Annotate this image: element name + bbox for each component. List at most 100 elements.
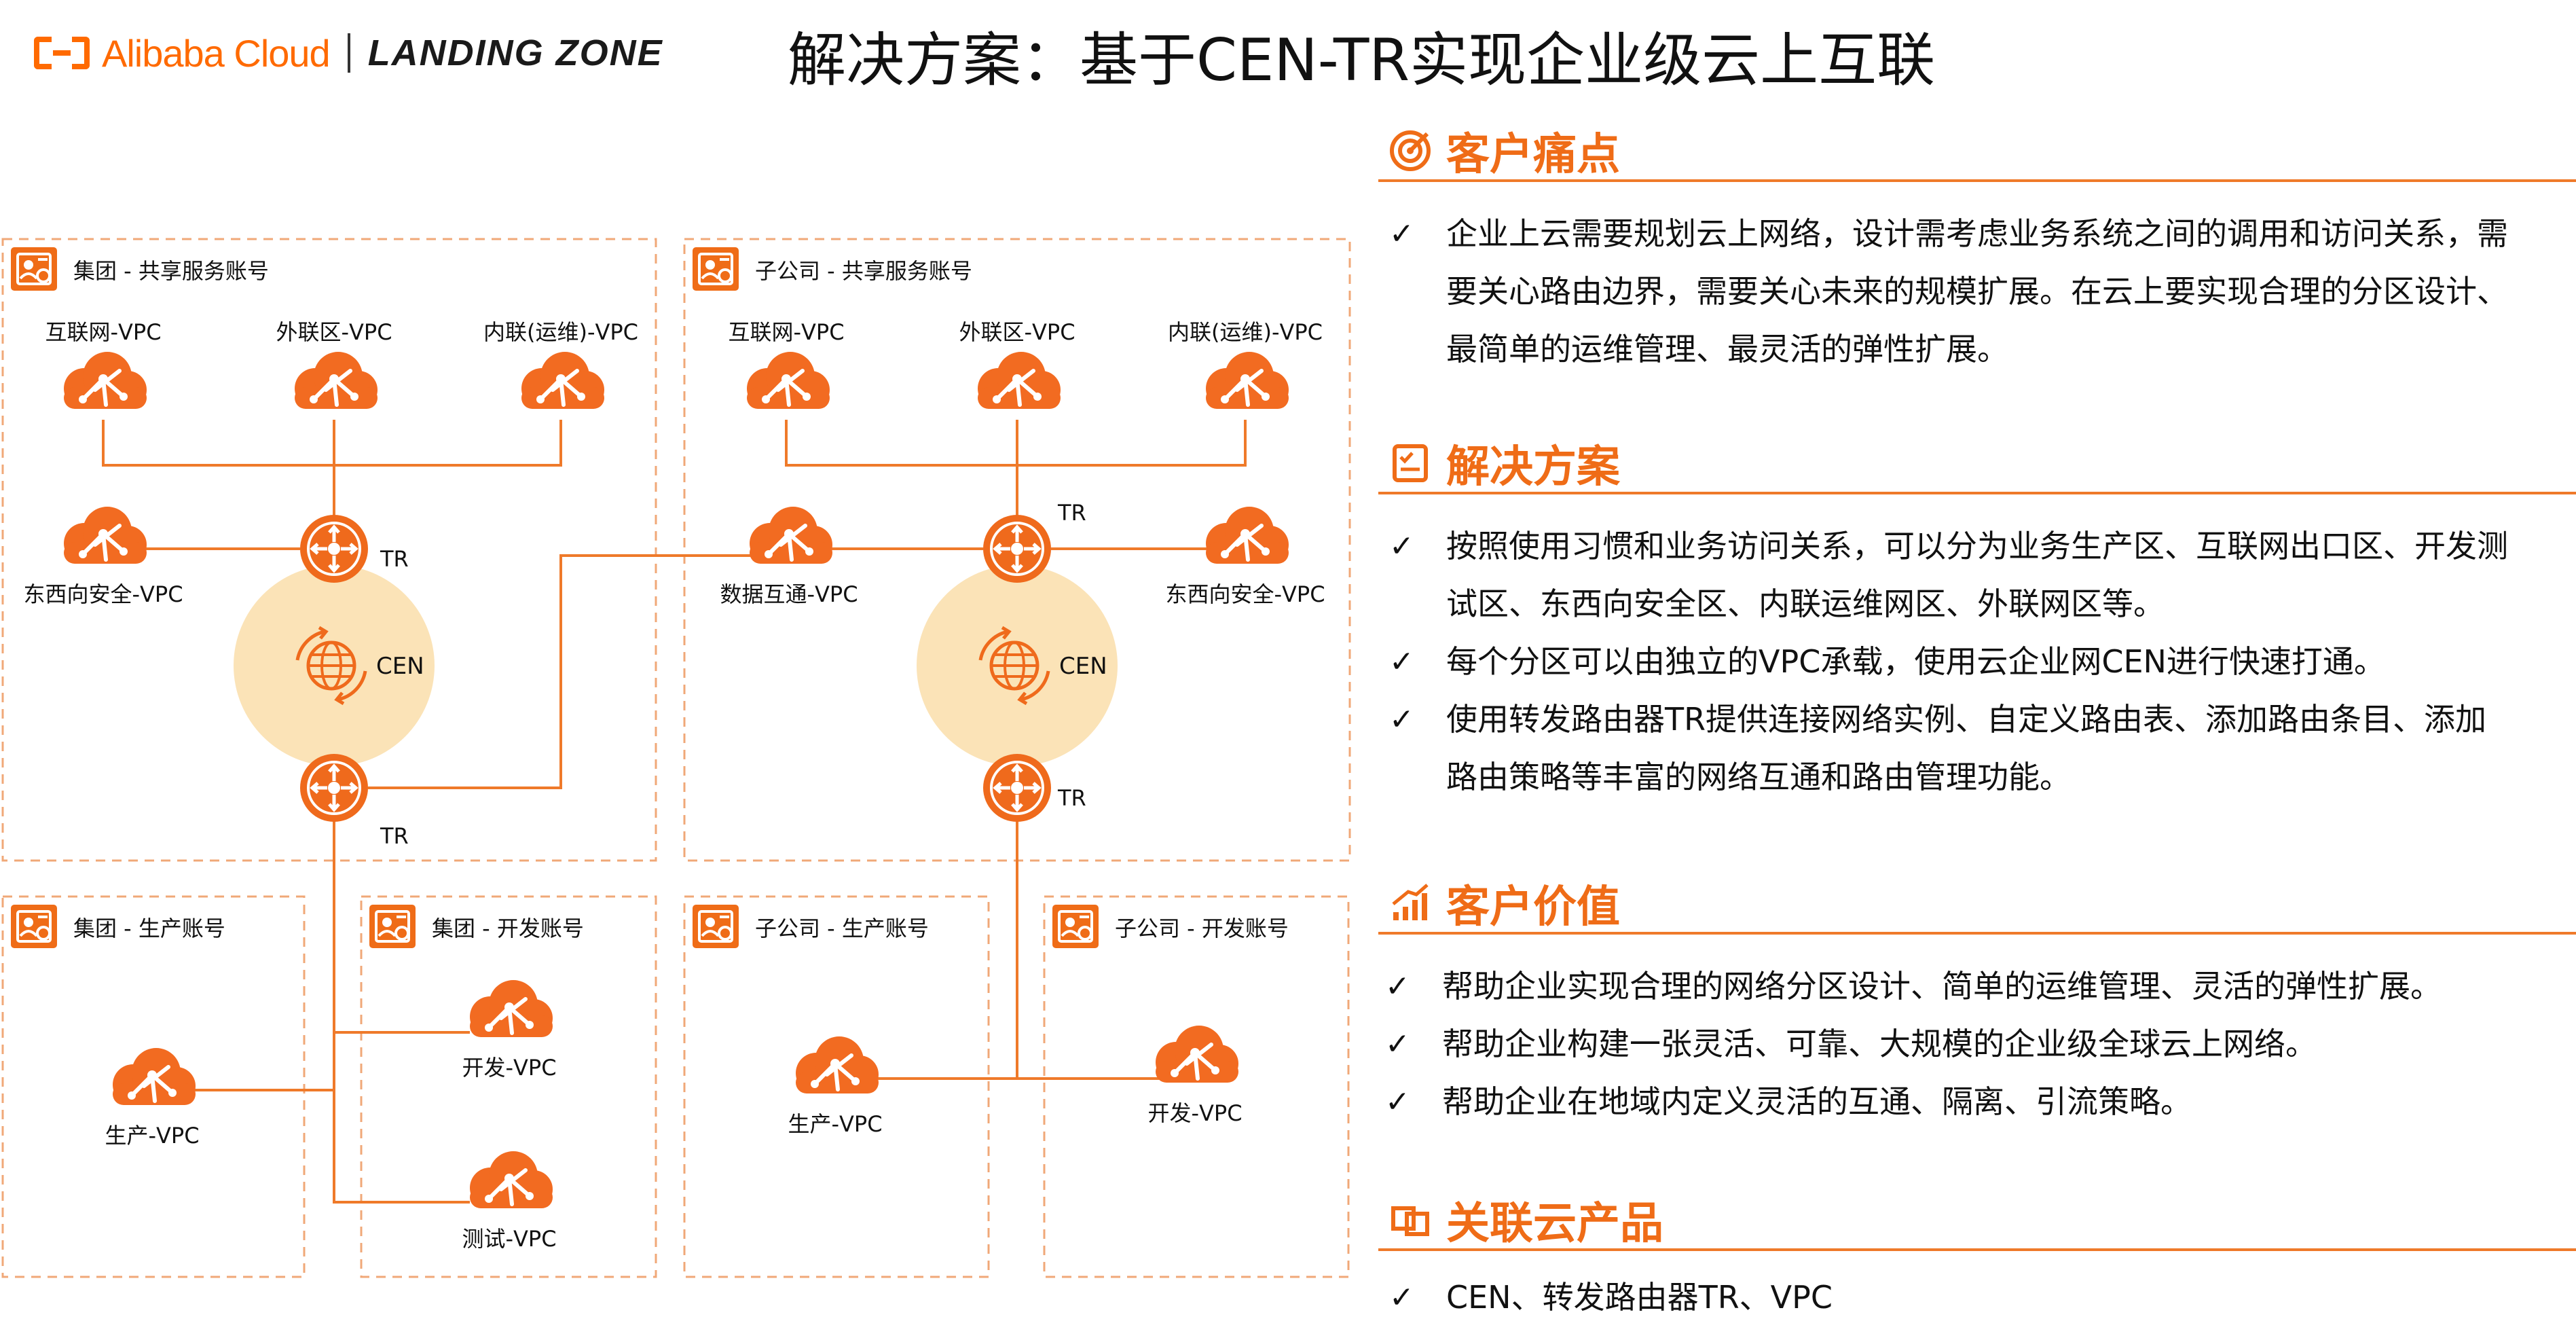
logo-divider — [347, 33, 350, 73]
solution-section-title: 解决方案 — [1389, 432, 1620, 494]
cloud-icon — [978, 352, 1061, 409]
account-box-g_dev: 集团 - 开发账号 — [360, 895, 657, 1278]
connector-line — [368, 554, 752, 789]
vpc-label: 内联(运维)-VPC — [1168, 319, 1323, 345]
solution-list: ✓ 按照使用习惯和业务访问关系，可以分为业务生产区、互联网出口区、开发测试区、东西… — [1389, 518, 2571, 806]
list-item: ✓ 帮助企业构建一张灵活、可靠、大规模的企业级全球云上网络。 — [1385, 1015, 2566, 1073]
chart-growth-icon — [1392, 884, 1429, 920]
value-title: 客户价值 — [1446, 882, 1620, 933]
list-item-text: 帮助企业实现合理的网络分区设计、简单的运维管理、灵活的弹性扩展。 — [1442, 958, 2566, 1015]
list-item-line: 按照使用习惯和业务访问关系，可以分为业务生产区、互联网出口区、开发测 — [1446, 528, 2508, 564]
vpc-label: 开发-VPC — [1147, 1100, 1242, 1126]
account-box-g_shared: 集团 - 共享服务账号 — [1, 238, 657, 862]
check-icon: ✓ — [1389, 529, 1414, 564]
list-item-line: 企业上云需要规划云上网络，设计需考虑业务系统之间的调用和访问关系，需 — [1446, 215, 2508, 252]
vpc-g_devvpc: 开发-VPC — [462, 980, 557, 1081]
check-icon: ✓ — [1385, 969, 1410, 1004]
list-item: ✓ 帮助企业实现合理的网络分区设计、简单的运维管理、灵活的弹性扩展。 — [1385, 958, 2566, 1015]
cloud-icon — [470, 980, 553, 1037]
value-section-title: 客户价值 — [1389, 872, 1620, 935]
check-icon: ✓ — [1389, 702, 1414, 737]
vpc-label: 互联网-VPC — [728, 319, 844, 345]
router-icon — [300, 515, 368, 583]
connector-line — [333, 815, 470, 1204]
check-icon: ✓ — [1389, 645, 1414, 679]
cloud-icon — [521, 352, 604, 409]
vpc-g_ew: 东西向安全-VPC — [23, 507, 183, 607]
list-item: ✓企业上云需要规划云上网络，设计需考虑业务系统之间的调用和访问关系，需要关心路由… — [1389, 205, 2571, 378]
tr-label: TR — [380, 546, 409, 572]
pain-list: ✓企业上云需要规划云上网络，设计需考虑业务系统之间的调用和访问关系，需要关心路由… — [1389, 205, 2571, 378]
vpc-g_inet: 互联网-VPC — [45, 319, 162, 409]
linked-squares-icon — [1391, 1206, 1429, 1236]
cloud-icon — [295, 352, 378, 409]
vpc-label: 内联(运维)-VPC — [483, 319, 638, 345]
check-icon: ✓ — [1389, 1280, 1414, 1315]
products-list: ✓CEN、转发路由器TR、VPC — [1389, 1269, 2571, 1326]
vpc-s_ew: 东西向安全-VPC — [1165, 507, 1325, 607]
account-box-label: 集团 - 开发账号 — [432, 916, 584, 941]
account-box-label: 子公司 - 开发账号 — [1115, 916, 1289, 941]
vpc-s_data: 数据互通-VPC — [720, 507, 858, 607]
list-item-line: 路由策略等丰富的网络互通和路由管理功能。 — [1446, 759, 2071, 795]
list-item-line: 试区、东西向安全区、内联运维网区、外联网区等。 — [1446, 585, 2165, 622]
cen-label: CEN — [1059, 653, 1107, 680]
tr-label: TR — [1057, 500, 1086, 526]
solution-divider — [1378, 492, 2576, 494]
logo-brand: Alibaba Cloud — [102, 31, 331, 75]
value-divider — [1378, 932, 2576, 935]
router-icon — [983, 754, 1051, 822]
tr-router: TR — [300, 754, 409, 849]
account-icon — [691, 903, 740, 950]
vpc-label: 外联区-VPC — [959, 319, 1075, 345]
vpc-label: 数据互通-VPC — [720, 581, 858, 607]
vpc-label: 互联网-VPC — [45, 319, 161, 345]
cloud-icon — [750, 507, 832, 564]
cloud-icon — [470, 1151, 553, 1208]
vpc-label: 东西向安全-VPC — [23, 581, 183, 607]
products-section-title: 关联云产品 — [1389, 1189, 1663, 1251]
solution-title: 解决方案 — [1446, 442, 1620, 492]
tr-router: TR — [983, 500, 1086, 583]
list-item: ✓ 按照使用习惯和业务访问关系，可以分为业务生产区、互联网出口区、开发测试区、东西… — [1389, 518, 2571, 633]
vpc-label: 测试-VPC — [462, 1226, 556, 1252]
pain-title: 客户痛点 — [1446, 130, 1620, 180]
check-icon: ✓ — [1385, 1027, 1410, 1062]
account-icon — [10, 903, 58, 950]
cloud-icon — [64, 507, 147, 564]
list-item-text: 每个分区可以由独立的VPC承载，使用云企业网CEN进行快速打通。 — [1446, 633, 2571, 691]
list-item: ✓CEN、转发路由器TR、VPC — [1389, 1269, 2571, 1326]
vpc-g_ext: 外联区-VPC — [276, 319, 392, 409]
cloud-icon — [1206, 352, 1289, 409]
pain-section-title: 客户痛点 — [1389, 120, 1620, 182]
account-icon — [368, 903, 417, 950]
vpc-label: 东西向安全-VPC — [1165, 581, 1325, 607]
products-title: 关联云产品 — [1446, 1199, 1663, 1249]
account-icon — [1051, 903, 1100, 950]
vpc-label: 外联区-VPC — [276, 319, 392, 345]
list-item-line: 帮助企业实现合理的网络分区设计、简单的运维管理、灵活的弹性扩展。 — [1442, 968, 2442, 1005]
list-item-text: 帮助企业在地域内定义灵活的互通、隔离、引流策略。 — [1442, 1073, 2566, 1131]
connector-line — [102, 420, 562, 467]
logo-product: LANDING ZONE — [367, 33, 663, 73]
list-item-text: 帮助企业构建一张灵活、可靠、大规模的企业级全球云上网络。 — [1442, 1015, 2566, 1073]
cloud-icon — [796, 1036, 879, 1093]
page-title: 解决方案：基于CEN-TR实现企业级云上互联 — [788, 26, 1936, 94]
account-box-label: 集团 - 共享服务账号 — [73, 258, 269, 284]
tr-router: TR — [300, 515, 409, 583]
account-box-label: 子公司 - 共享服务账号 — [755, 258, 972, 284]
account-box-label: 集团 - 生产账号 — [73, 916, 225, 941]
list-item-text: 使用转发路由器TR提供连接网络实例、自定义路由表、添加路由条目、添加路由策略等丰… — [1446, 691, 2571, 806]
vpc-s_int: 内联(运维)-VPC — [1168, 319, 1323, 409]
cen-node: CEN — [917, 565, 1118, 766]
vpc-label: 生产-VPC — [105, 1123, 199, 1149]
list-item-line: 帮助企业构建一张灵活、可靠、大规模的企业级全球云上网络。 — [1442, 1026, 2317, 1062]
products-divider — [1378, 1248, 2576, 1251]
list-item-line: 要关心路由边界，需要关心未来的规模扩展。在云上要实现合理的分区设计、 — [1446, 273, 2508, 310]
account-box-s_dev: 子公司 - 开发账号 — [1043, 895, 1350, 1278]
logo: Alibaba Cloud LANDING ZONE — [34, 26, 663, 80]
list-item-line: 每个分区可以由独立的VPC承载，使用云企业网CEN进行快速打通。 — [1446, 643, 2385, 680]
cloud-icon — [64, 352, 147, 409]
account-box-label: 子公司 - 生产账号 — [755, 916, 929, 941]
